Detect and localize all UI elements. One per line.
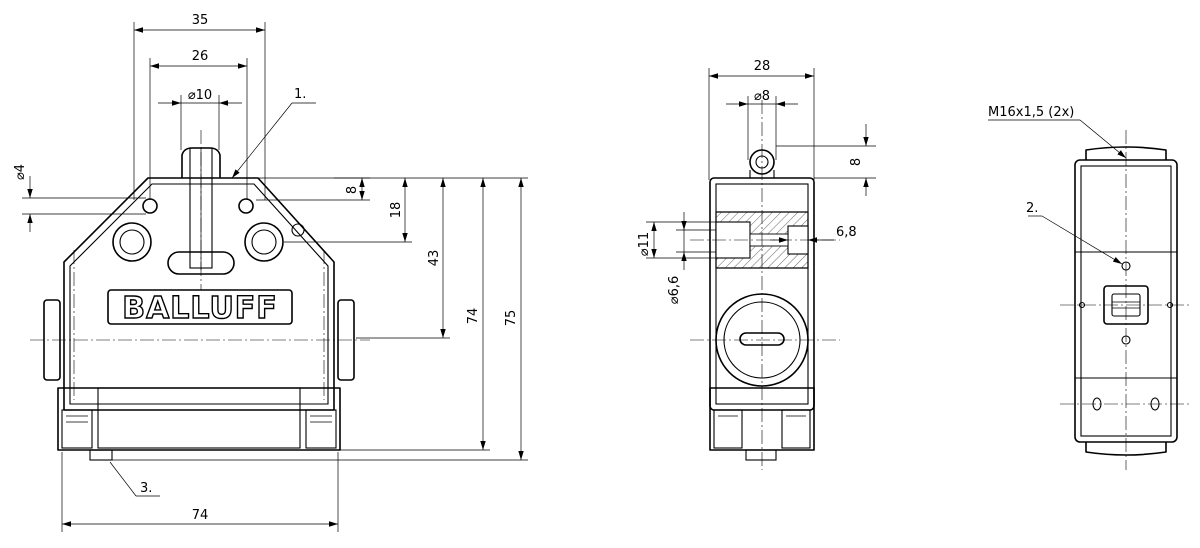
dim-35: 35 xyxy=(192,13,209,28)
dim-8-front: 8 xyxy=(345,186,360,194)
side-view: 28 ⌀8 8 ⌀11 ⌀6,6 6,8 xyxy=(637,59,876,470)
top-thread-port-lower xyxy=(1085,442,1167,456)
front-housing-inner xyxy=(69,183,329,405)
callout-2: 2. xyxy=(1026,201,1038,216)
top-view: M16x1,5 (2x) 2. xyxy=(988,105,1192,470)
front-foot-right xyxy=(305,409,337,449)
dim-75: 75 xyxy=(504,310,519,327)
dim-43: 43 xyxy=(427,250,442,267)
dim-26: 26 xyxy=(192,49,209,64)
front-base xyxy=(57,387,341,451)
dim-dia-6-6: ⌀6,6 xyxy=(667,276,682,305)
dim-6-8: 6,8 xyxy=(836,225,857,240)
dim-28: 28 xyxy=(754,59,771,74)
dim-dia-8: ⌀8 xyxy=(754,89,770,104)
front-view: BALLUFF 35 26 ⌀10 ⌀4 8 xyxy=(13,13,528,532)
callout-1: 1. xyxy=(294,87,306,102)
dim-dia-11: ⌀11 xyxy=(637,232,652,256)
logo-frame xyxy=(107,289,293,325)
dim-dia-10: ⌀10 xyxy=(188,88,212,103)
front-base-inner xyxy=(97,387,301,449)
dim-18: 18 xyxy=(389,202,404,219)
callout-thread: M16x1,5 (2x) xyxy=(988,105,1074,120)
dim-74-horizontal: 74 xyxy=(192,508,209,523)
dim-74-vertical: 74 xyxy=(466,308,481,325)
front-foot-left xyxy=(61,409,93,449)
callout-3: 3. xyxy=(140,481,152,496)
logo-text: BALLUFF xyxy=(122,291,278,326)
front-mounting-holes xyxy=(112,198,305,262)
dim-8-side: 8 xyxy=(849,158,864,166)
dim-dia-4: ⌀4 xyxy=(13,164,28,180)
